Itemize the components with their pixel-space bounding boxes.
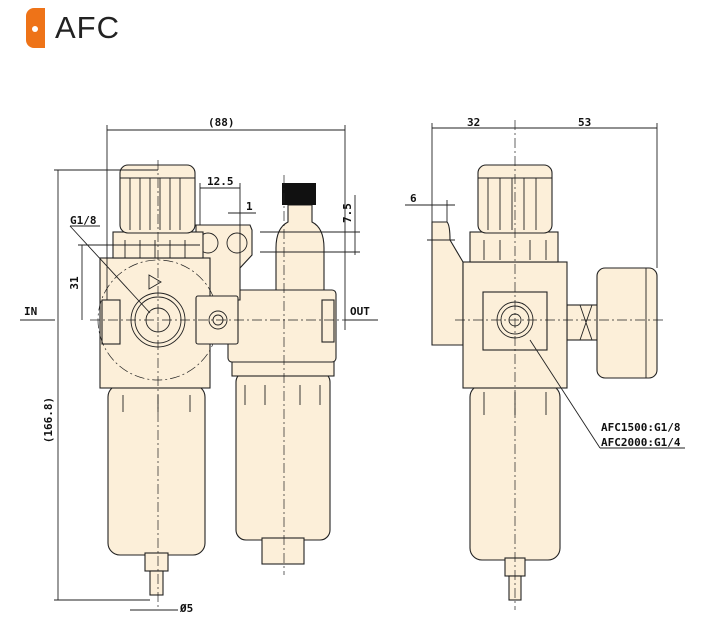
dim-32: 32 <box>467 116 480 129</box>
lubricator-unit <box>227 183 337 565</box>
dim-31: 31 <box>68 276 81 290</box>
oil-cap-knob-icon <box>282 183 316 205</box>
port-size-label: G1/8 <box>70 214 97 227</box>
outlet-label: OUT <box>350 305 370 318</box>
inlet-label: IN <box>24 305 37 318</box>
dim-height-overall: (166.8) <box>42 397 55 443</box>
dim-7-5: 7.5 <box>341 203 354 223</box>
brand-logo: AFC <box>26 8 120 48</box>
port-note: AFC1500:G1/8 <box>601 421 680 434</box>
dim-12-5: 12.5 <box>207 175 234 188</box>
dim-53: 53 <box>578 116 591 129</box>
brand-name: AFC <box>55 10 120 45</box>
logo-mark-icon <box>26 8 45 48</box>
dim-1: 1 <box>246 200 253 213</box>
filter-regulator-unit <box>97 164 219 596</box>
dimension-lines <box>20 125 378 611</box>
dim-6: 6 <box>410 192 417 205</box>
front-view: (88) (166.8) 31 G1/8 12.5 1 7.5 IN OUT Ø… <box>20 116 378 615</box>
port-note: AFC2000:G1/4 <box>601 436 681 449</box>
drain-diameter-label: Ø5 <box>179 602 193 615</box>
pressure-gauge <box>596 267 658 379</box>
dim-width-overall: (88) <box>208 116 235 129</box>
side-view: 32 53 6 AFC1500:G1/8 AFC2000:G1/4 <box>405 116 685 610</box>
